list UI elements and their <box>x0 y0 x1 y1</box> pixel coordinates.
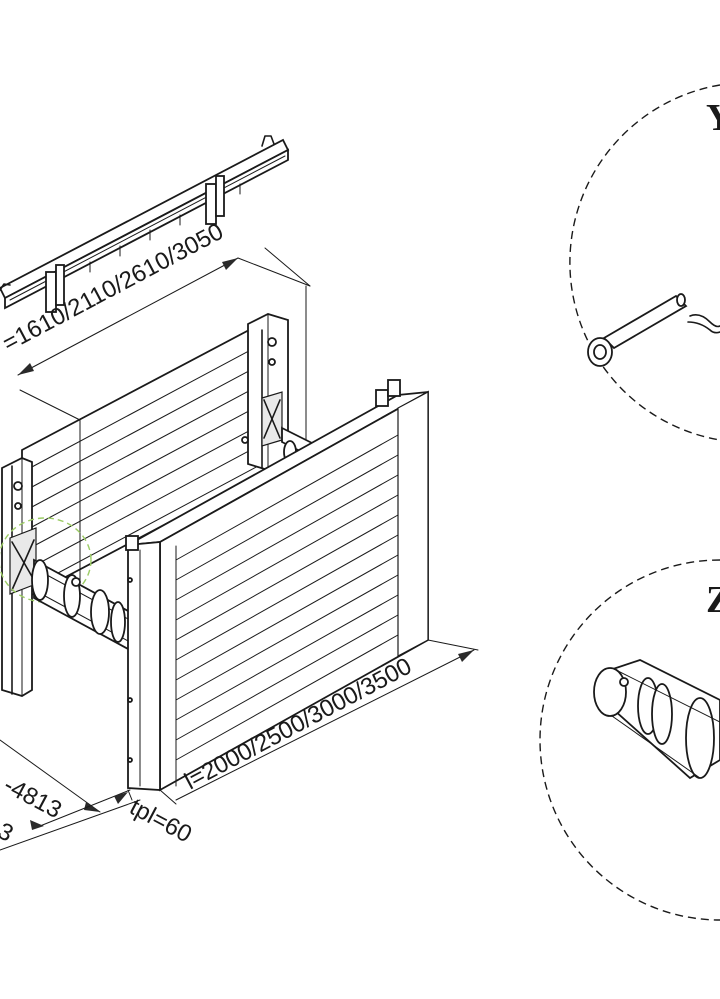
left-front-post <box>1 457 37 697</box>
top-rail <box>0 135 290 313</box>
detail-z-label: Z <box>706 579 720 621</box>
lower-strut <box>31 558 131 652</box>
coupling-detail <box>593 659 720 780</box>
detail-highlight <box>0 517 92 603</box>
back-panel-ribs <box>29 344 261 589</box>
detail-y-label: Y <box>706 97 720 139</box>
plate-thickness-label: tpl=60 <box>125 793 196 848</box>
front-panel-ribs <box>175 434 399 761</box>
detail-z: Z <box>539 559 720 921</box>
plate-thickness-dimension: tpl=60 <box>125 789 196 848</box>
depth-dimension-label: -4813 <box>0 771 66 824</box>
depth-dimension-label-2: 3 <box>0 817 18 847</box>
front-panel <box>125 379 429 792</box>
depth-dimension: -4813 3 <box>0 739 141 851</box>
detail-y: Y <box>569 84 720 441</box>
pin-detail <box>587 293 720 367</box>
back-right-post <box>241 313 289 471</box>
rail-bracket <box>45 175 225 313</box>
rail-notches <box>89 183 241 273</box>
